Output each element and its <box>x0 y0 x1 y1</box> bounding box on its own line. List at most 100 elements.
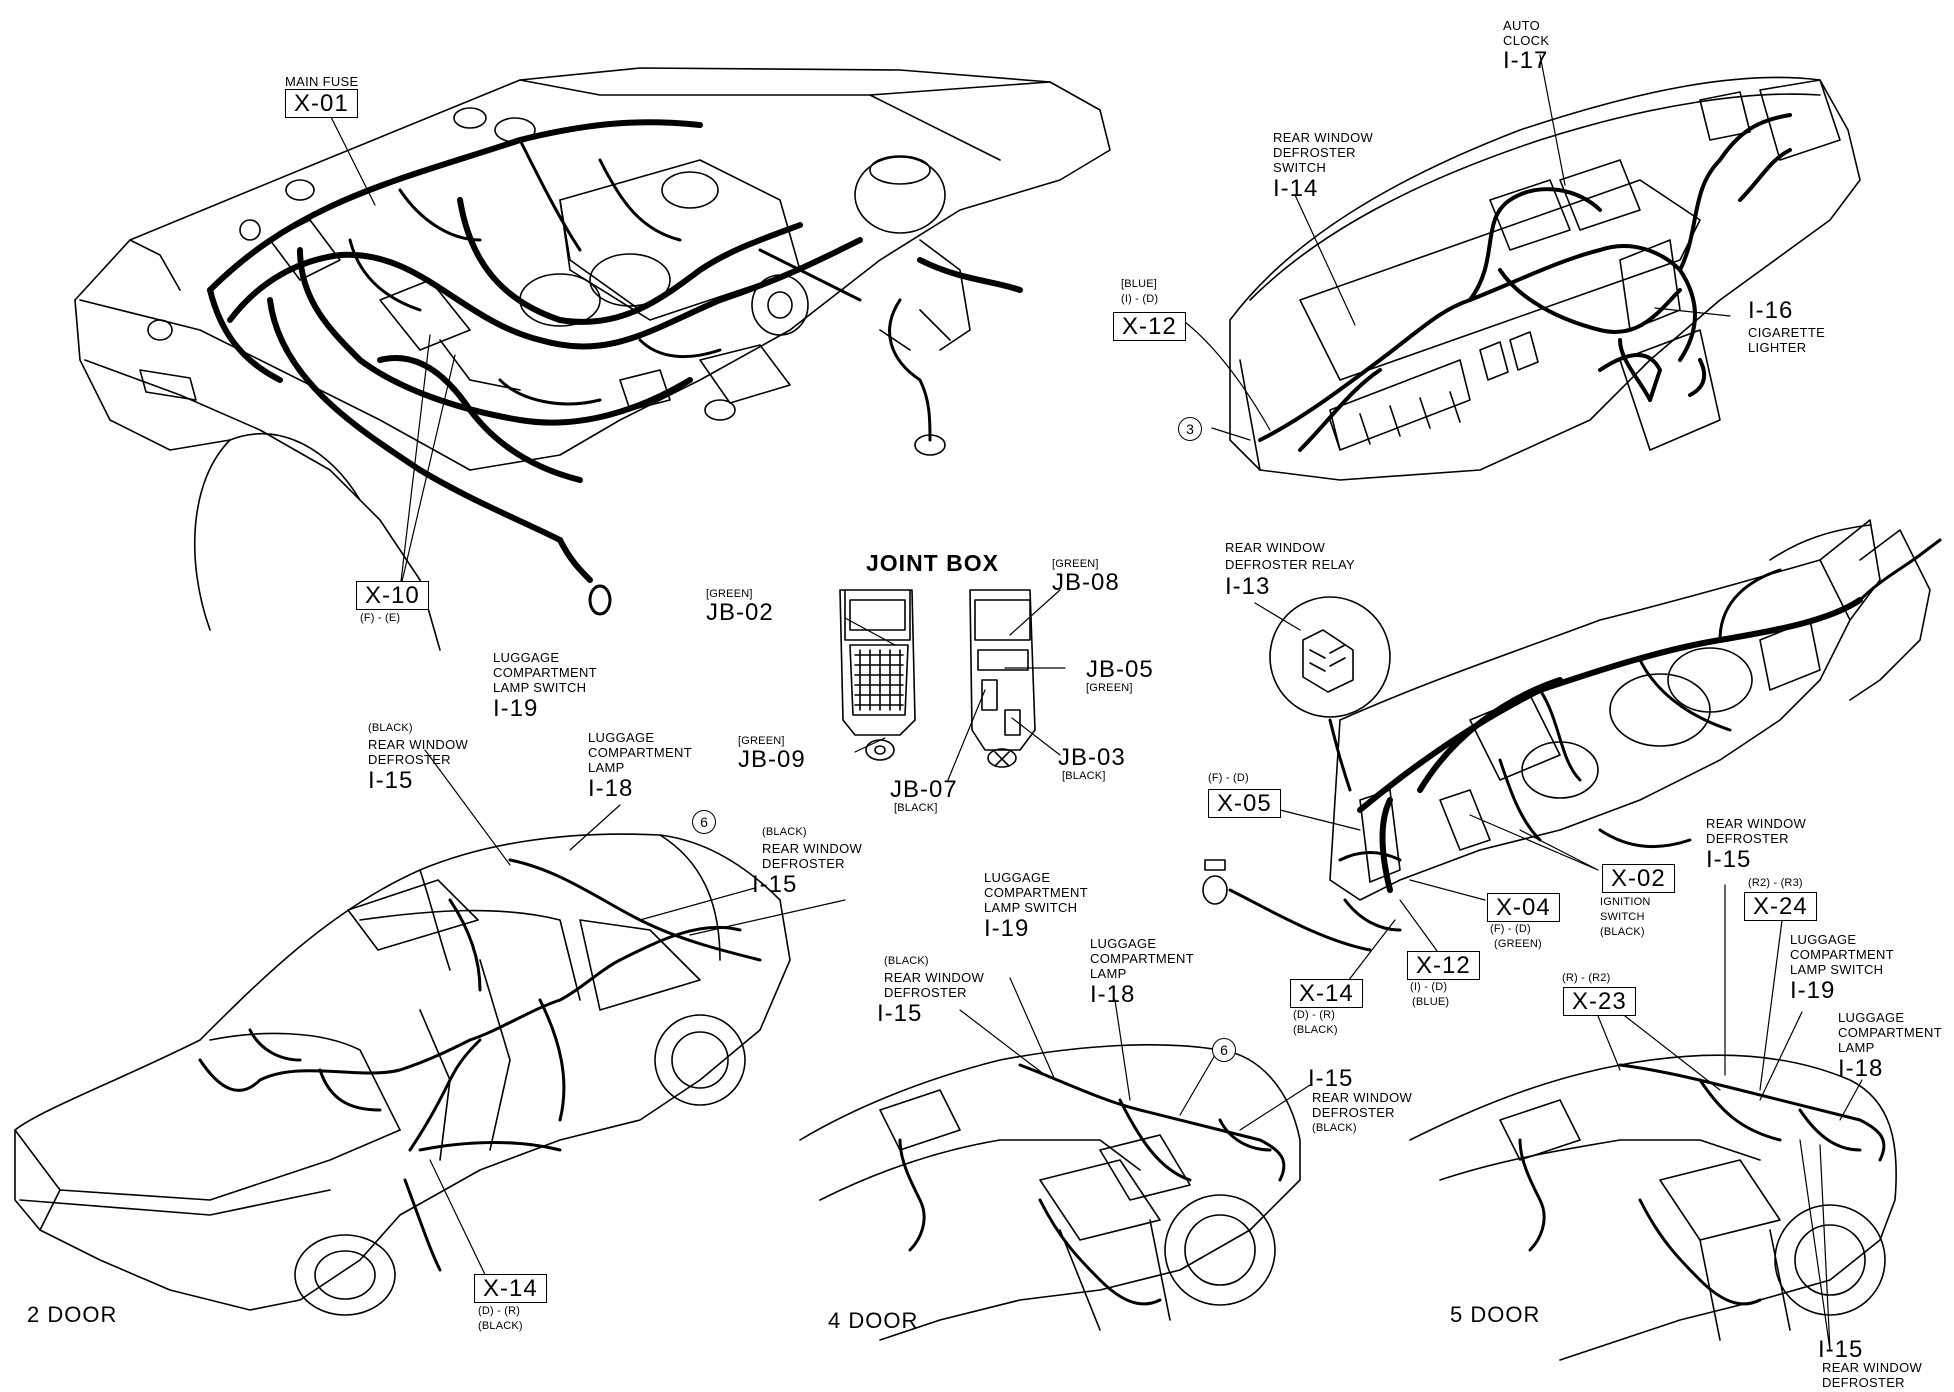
two-door-defroster-right-color: (BLACK) <box>762 826 807 838</box>
x10-pins: (F) - (E) <box>360 612 401 624</box>
four-door-lamp-line2: COMPARTMENT <box>1090 951 1194 966</box>
four-door-title: 4 DOOR <box>828 1308 919 1333</box>
console-x14-color: (BLACK) <box>1293 1024 1338 1036</box>
auto-clock-line1: AUTO <box>1503 18 1541 33</box>
five-door-lamp-switch-code: I-19 <box>1790 977 1836 1004</box>
four-door-lamp-switch-line1: LUGGAGE <box>984 870 1051 885</box>
five-door-defroster-bottom-code: I-15 <box>1818 1336 1864 1363</box>
four-door-lamp-switch-code: I-19 <box>984 915 1030 942</box>
jb03-code: JB-03 <box>1058 744 1126 771</box>
console-x12-color: (BLUE) <box>1412 996 1450 1008</box>
joint-box-leader-lines <box>844 589 1066 781</box>
relay-code: I-13 <box>1225 573 1271 600</box>
two-door-defroster-left-line1: REAR WINDOW <box>368 737 469 752</box>
five-door-car-illustration <box>1409 1054 1897 1361</box>
engine-harness <box>207 119 1023 583</box>
jb09-code: JB-09 <box>738 746 806 773</box>
x02-line3: (BLACK) <box>1600 926 1645 938</box>
x23-code: X-23 <box>1563 987 1636 1016</box>
console-harness-branches <box>1228 538 1942 952</box>
four-door-defroster-left-line2: DEFROSTER <box>884 985 967 1000</box>
engine-bay-illustration <box>74 67 1111 651</box>
callout-3: 3 <box>1178 417 1202 441</box>
five-door-lamp-switch-line1: LUGGAGE <box>1790 932 1857 947</box>
dash-x12-code: X-12 <box>1113 312 1186 341</box>
five-door-lamp-line3: LAMP <box>1838 1040 1875 1055</box>
two-door-car-illustration <box>14 833 791 1316</box>
cigarette-lighter-line1: CIGARETTE <box>1748 325 1826 340</box>
two-door-defroster-left-color: (BLACK) <box>368 722 413 734</box>
two-door-lamp-switch-line2: COMPARTMENT <box>493 665 597 680</box>
four-door-lamp-line3: LAMP <box>1090 966 1127 981</box>
x02-line1: IGNITION <box>1600 896 1651 908</box>
four-door-defroster-right-line1: REAR WINDOW <box>1312 1090 1413 1105</box>
five-door-defroster-bottom-line1: REAR WINDOW <box>1822 1360 1923 1375</box>
relay-line1: REAR WINDOW <box>1225 540 1326 555</box>
dash-x12-color: [BLUE] <box>1121 278 1158 290</box>
defroster-switch-line2: DEFROSTER <box>1273 145 1356 160</box>
x05-code: X-05 <box>1208 789 1281 818</box>
two-door-leader-lines <box>424 749 846 1286</box>
four-door-leader-lines <box>959 977 1311 1131</box>
defroster-switch-line3: SWITCH <box>1273 160 1327 175</box>
auto-clock-code: I-17 <box>1503 47 1549 74</box>
jb05-color: [GREEN] <box>1086 682 1133 694</box>
two-door-title: 2 DOOR <box>27 1302 118 1327</box>
two-door-defroster-right-line1: REAR WINDOW <box>762 841 863 856</box>
jb02-color: [GREEN] <box>706 588 753 600</box>
console-x12-code: X-12 <box>1407 951 1480 980</box>
two-door-lamp-code: I-18 <box>588 775 634 802</box>
jb05-code: JB-05 <box>1086 656 1154 683</box>
four-door-car-illustration <box>799 1044 1301 1341</box>
four-door-defroster-right-line2: DEFROSTER <box>1312 1105 1395 1120</box>
jb08-color: [GREEN] <box>1052 558 1099 570</box>
four-door-defroster-right-color: (BLACK) <box>1312 1122 1357 1134</box>
two-door-lamp-switch-code: I-19 <box>493 695 539 722</box>
two-door-callout-6: 6 <box>692 810 716 834</box>
x24-code: X-24 <box>1744 892 1817 921</box>
defroster-switch-line1: REAR WINDOW <box>1273 130 1374 145</box>
console-x04-pins: (F) - (D) <box>1490 923 1531 935</box>
main-fuse-code: X-01 <box>285 89 358 118</box>
two-door-harness <box>198 858 762 1272</box>
jb02-code: JB-02 <box>706 599 774 626</box>
two-door-x14-color: (BLACK) <box>478 1320 523 1332</box>
two-door-lamp-switch-line3: LAMP SWITCH <box>493 680 587 695</box>
x02-line2: SWITCH <box>1600 911 1645 923</box>
jb07-color: [BLACK] <box>894 802 938 814</box>
two-door-lamp-line2: COMPARTMENT <box>588 745 692 760</box>
x05-pins: (F) - (D) <box>1208 772 1249 784</box>
five-door-defroster-top-line2: DEFROSTER <box>1706 831 1789 846</box>
joint-box-right <box>969 589 1036 768</box>
four-door-lamp-switch-line2: COMPARTMENT <box>984 885 1088 900</box>
five-door-lamp-switch-line3: LAMP SWITCH <box>1790 962 1884 977</box>
five-door-lamp-code: I-18 <box>1838 1055 1884 1082</box>
four-door-lamp-line1: LUGGAGE <box>1090 936 1157 951</box>
console-x04-color: (GREEN) <box>1494 938 1542 950</box>
two-door-lamp-line3: LAMP <box>588 760 625 775</box>
cigarette-lighter-code: I-16 <box>1748 297 1794 324</box>
dash-x12-pins: (I) - (D) <box>1121 293 1159 305</box>
five-door-lamp-line1: LUGGAGE <box>1838 1010 1905 1025</box>
five-door-defroster-top-line1: REAR WINDOW <box>1706 816 1807 831</box>
console-x04-code: X-04 <box>1487 893 1560 922</box>
console-x14-pins: (D) - (R) <box>1293 1009 1336 1021</box>
two-door-defroster-left-line2: DEFROSTER <box>368 752 451 767</box>
x02-code: X-02 <box>1602 864 1675 893</box>
four-door-harness <box>898 1063 1286 1306</box>
two-door-defroster-right-code: I-15 <box>752 871 798 898</box>
harness-grommet <box>588 584 612 616</box>
x24-pins: (R2) - (R3) <box>1748 877 1803 889</box>
four-door-lamp-code: I-18 <box>1090 981 1136 1008</box>
engine-leader-lines <box>329 114 456 591</box>
auto-clock-line2: CLOCK <box>1503 33 1550 48</box>
jb08-code: JB-08 <box>1052 569 1120 596</box>
jb03-color: [BLACK] <box>1062 770 1106 782</box>
five-door-harness <box>1518 1063 1886 1306</box>
five-door-lamp-switch-line2: COMPARTMENT <box>1790 947 1894 962</box>
console-x12-pins: (I) - (D) <box>1410 981 1448 993</box>
jb07-code: JB-07 <box>890 776 958 803</box>
cigarette-lighter-line2: LIGHTER <box>1748 340 1807 355</box>
